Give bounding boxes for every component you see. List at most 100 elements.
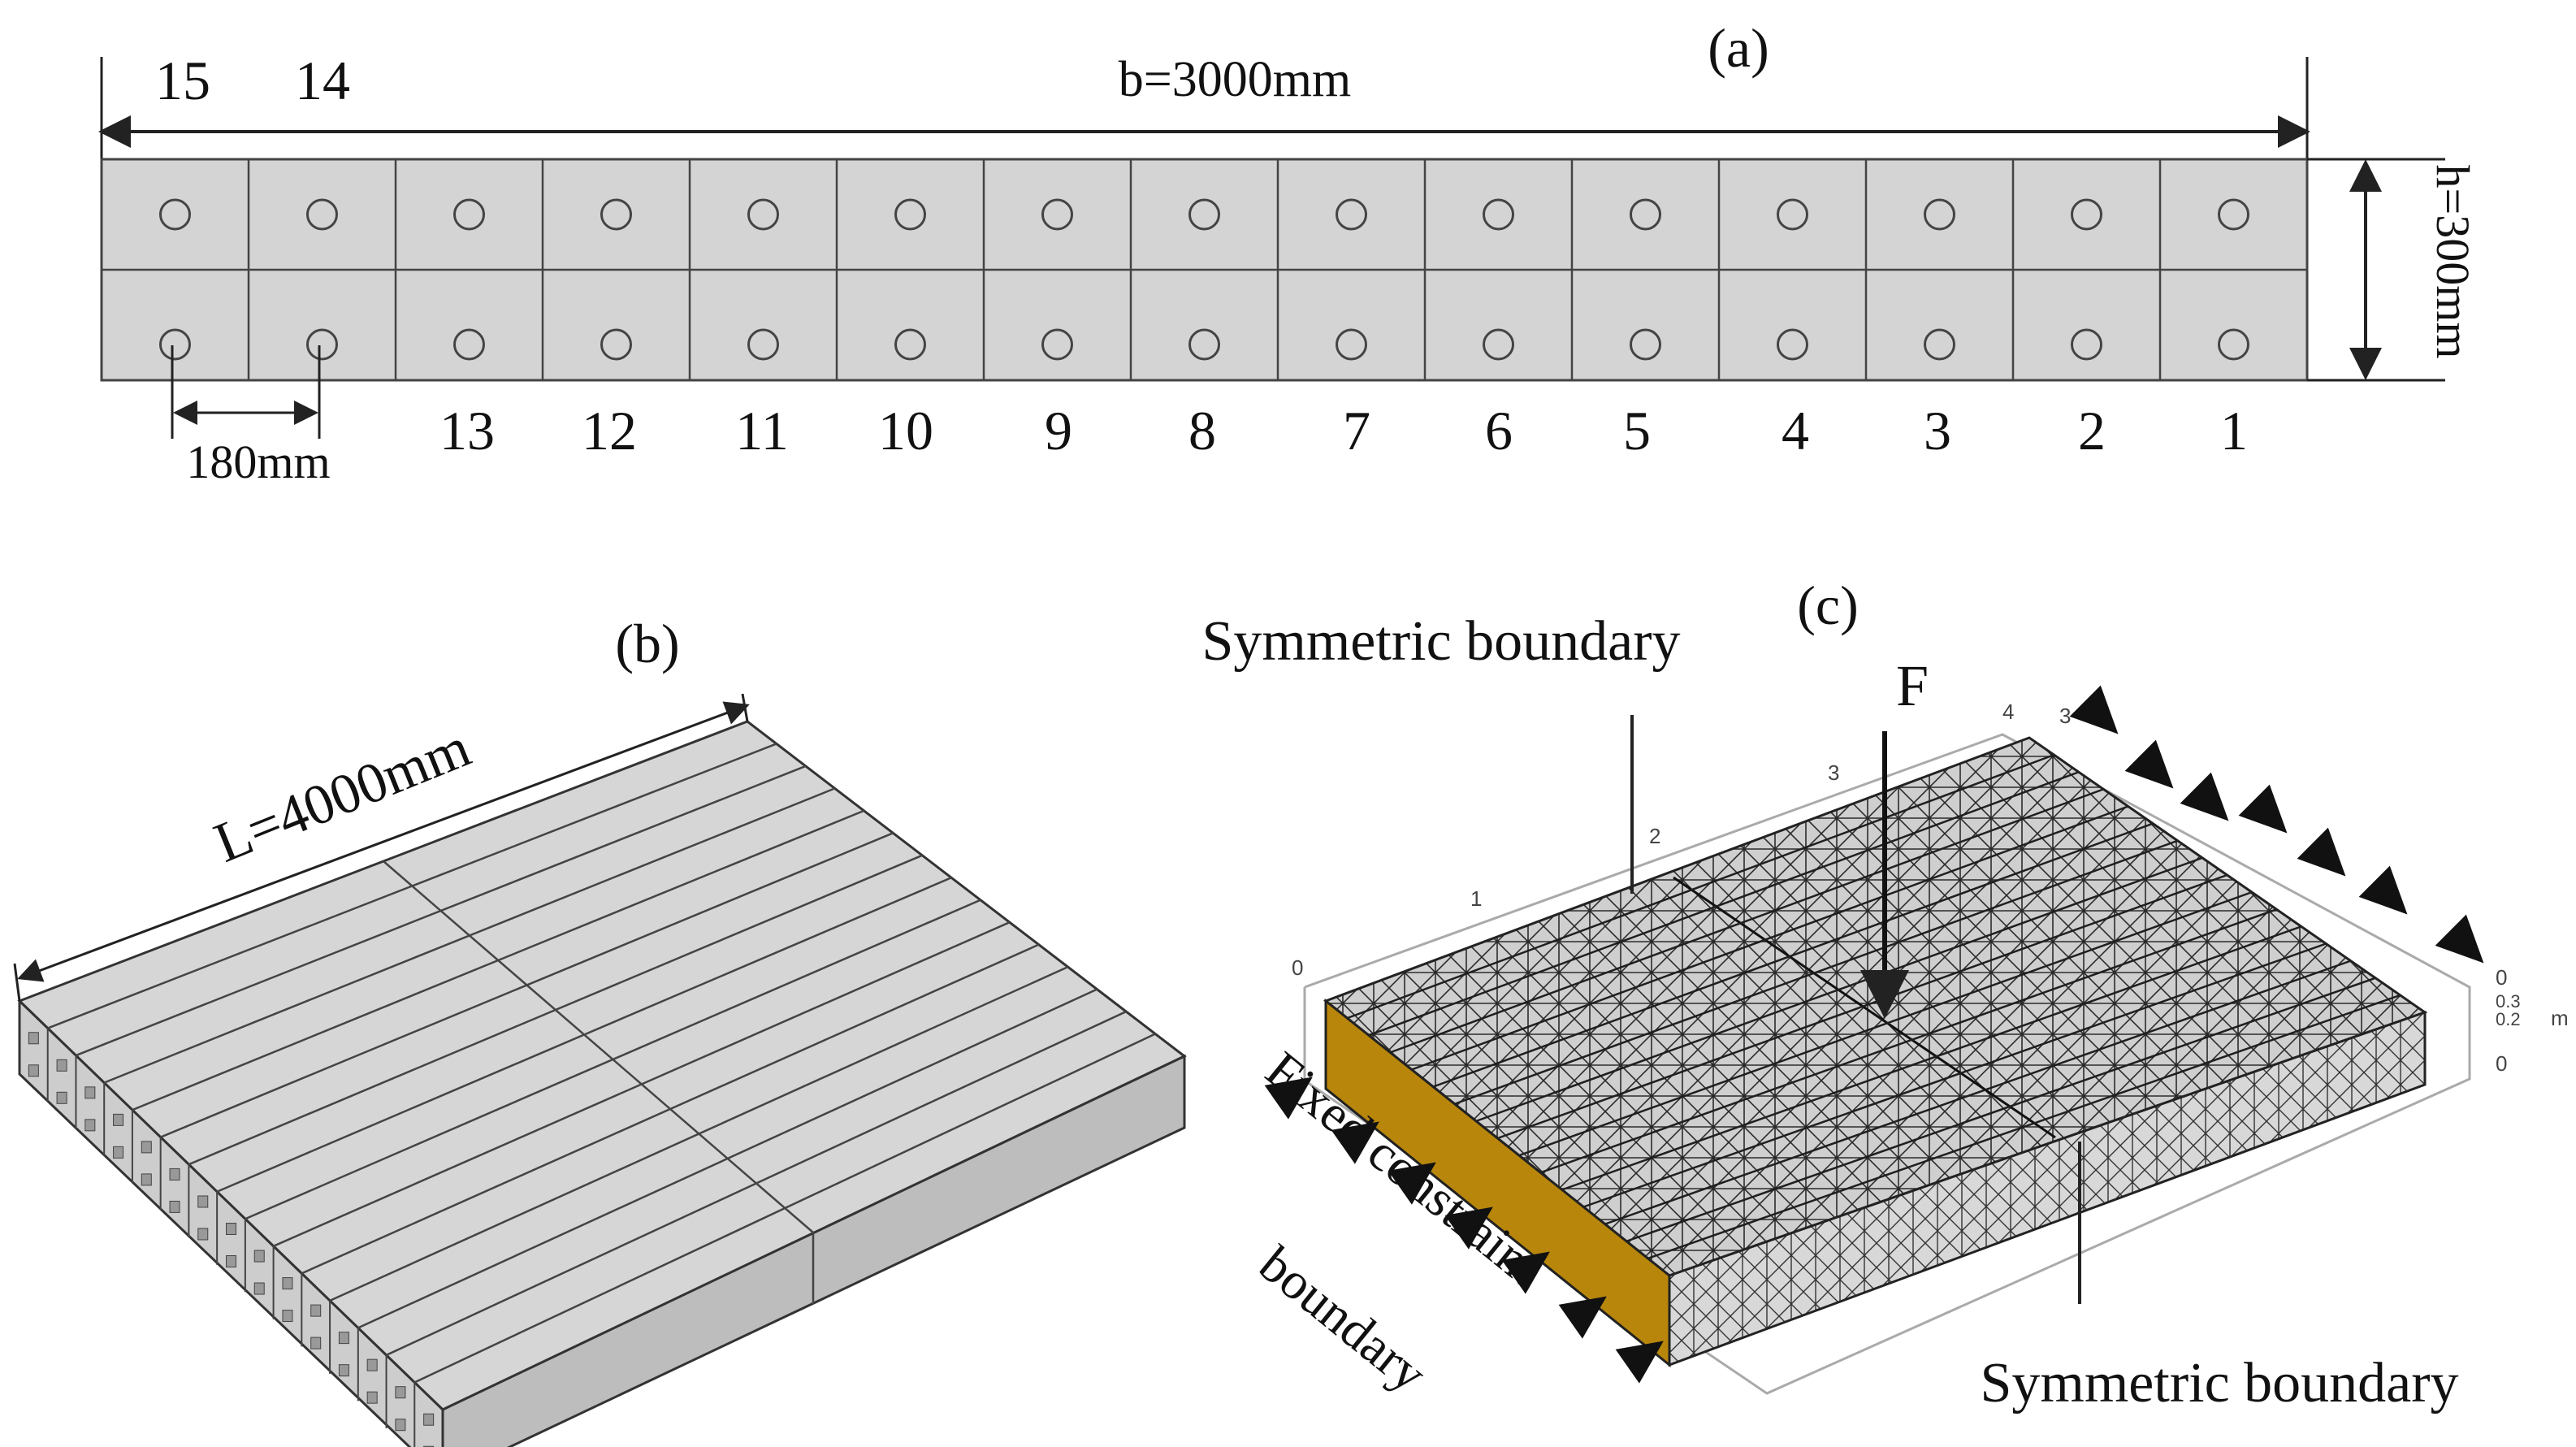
bottom-number: 8 — [1188, 400, 1216, 461]
cable-hole — [306, 198, 338, 231]
mesh-line — [1347, 753, 2054, 1020]
axis-number: 0 — [1292, 955, 1303, 980]
end-hole — [423, 1413, 435, 1426]
end-hole — [282, 1310, 293, 1323]
panel-b: (b) L=4000mm — [13, 613, 1187, 1447]
cable-hole — [600, 198, 632, 231]
end-hole — [169, 1168, 180, 1181]
end-hole — [338, 1332, 349, 1345]
cable-hole — [747, 328, 779, 361]
end-hole — [395, 1386, 406, 1399]
boundary-triangle — [1331, 1121, 1379, 1164]
end-hole — [366, 1358, 378, 1371]
end-hole — [141, 1141, 152, 1154]
mesh-line — [1561, 925, 2302, 1191]
cable-hole — [2218, 198, 2249, 231]
cable-hole — [1188, 198, 1220, 231]
end-hole — [226, 1223, 236, 1235]
cross-section — [100, 158, 2309, 382]
axis-number: 0 — [2496, 1051, 2507, 1076]
boundary-triangle — [2124, 739, 2174, 789]
end-hole — [282, 1277, 293, 1290]
mesh-line — [1647, 994, 2401, 1260]
end-hole — [253, 1282, 265, 1295]
bottom-number: 3 — [1924, 400, 1951, 461]
mesh-line — [1626, 977, 2376, 1242]
bottom-number: 4 — [1782, 400, 1809, 461]
panel-a-label: (a) — [1708, 17, 1769, 79]
mesh-longitudinal-lines — [1347, 753, 2401, 1260]
cable-hole — [600, 328, 632, 361]
cable-hole — [894, 328, 926, 361]
boundary-triangle — [1444, 1207, 1493, 1250]
end-hole — [338, 1364, 349, 1377]
cable-hole — [1336, 328, 1367, 361]
length-dimension-line — [17, 701, 750, 982]
boundary-triangle — [1264, 1077, 1313, 1120]
mesh-line — [1389, 788, 2104, 1054]
axis-number: 0.2 — [2496, 1009, 2521, 1029]
end-hole — [310, 1304, 322, 1317]
boundary-triangle — [1558, 1296, 1607, 1339]
bottom-number: 1 — [2220, 400, 2248, 461]
boundary-triangle — [2180, 772, 2229, 821]
end-hole — [56, 1059, 67, 1072]
top-number-14: 14 — [295, 50, 350, 111]
cable-hole — [894, 198, 926, 231]
boundary-triangle — [1615, 1341, 1664, 1384]
bottom-number: 10 — [878, 400, 933, 461]
cable-hole — [159, 328, 191, 361]
length-tick-right — [741, 693, 749, 722]
end-hole — [366, 1391, 378, 1404]
mesh-line — [1518, 890, 2253, 1157]
end-hole — [197, 1228, 209, 1241]
cable-hole — [453, 328, 485, 361]
bottom-number: 2 — [2078, 400, 2106, 461]
bottom-number: 12 — [582, 400, 637, 461]
fixed-boundary-markers — [1264, 1077, 1664, 1384]
height-label: h=300mm — [2427, 165, 2479, 359]
axis-number: 2 — [1649, 824, 1660, 848]
cable-hole — [2218, 328, 2249, 361]
boundary-triangle — [1501, 1251, 1550, 1294]
axis-number: 0 — [2496, 965, 2507, 990]
boundary-triangle — [2238, 784, 2288, 834]
end-hole — [113, 1146, 124, 1159]
cable-hole — [1924, 198, 1955, 231]
end-hole — [253, 1250, 265, 1263]
cable-hole — [1630, 198, 1661, 231]
cable-hole — [747, 198, 779, 231]
bottom-number: 5 — [1623, 400, 1651, 461]
symmetric-boundary-top-label: Symmetric boundary — [1201, 610, 1680, 673]
axis-number: 1 — [1470, 886, 1482, 911]
end-hole — [197, 1195, 209, 1208]
end-hole — [56, 1091, 67, 1104]
mesh-line — [1475, 856, 2203, 1123]
cable-hole — [306, 328, 338, 361]
mesh-line — [1539, 908, 2277, 1174]
axis-number: 3 — [1828, 760, 1839, 785]
cable-hole — [2071, 328, 2102, 361]
end-hole — [113, 1113, 124, 1126]
axis-unit: m — [2551, 1006, 2569, 1030]
force-label: F — [1896, 653, 1929, 718]
end-hole — [84, 1119, 96, 1132]
end-hole — [226, 1255, 236, 1267]
end-hole — [169, 1200, 180, 1213]
boundary-triangle — [2435, 914, 2484, 964]
fixed-constraint-label-line2: boundary — [1249, 1235, 1438, 1403]
cable-hole — [1483, 328, 1514, 361]
width-label: b=3000mm — [1119, 52, 1351, 107]
cable-hole — [1336, 198, 1367, 231]
cable-hole — [1041, 198, 1073, 231]
end-hole — [141, 1173, 152, 1186]
cable-hole — [1630, 328, 1661, 361]
panel-c-label: (c) — [1797, 574, 1858, 636]
bottom-number: 7 — [1343, 400, 1370, 461]
bottom-number: 6 — [1485, 400, 1513, 461]
fixed-face — [1324, 998, 1671, 1368]
cable-hole — [2071, 198, 2102, 231]
